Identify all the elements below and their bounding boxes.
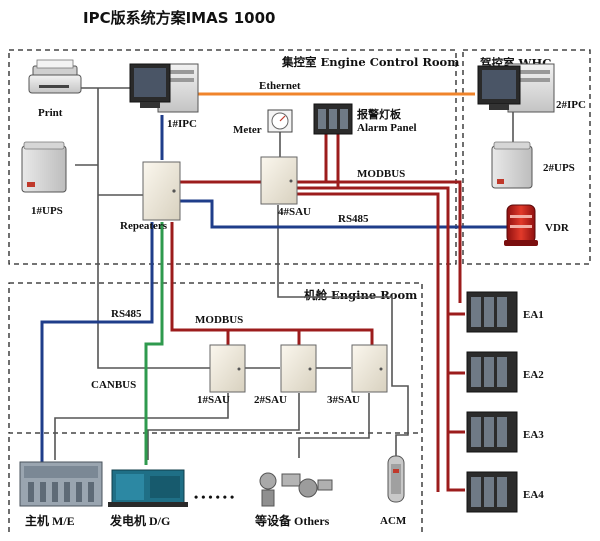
- modbus-mid-label: MODBUS: [195, 314, 243, 326]
- engine-control-room-boundary: [8, 49, 457, 265]
- engine-room-label: 机舱 Engine Room: [304, 288, 417, 302]
- engine-room-boundary: [8, 282, 423, 434]
- canbus-line: [144, 222, 164, 465]
- field-boundary: [8, 437, 423, 533]
- canbus-label: CANBUS: [91, 379, 136, 391]
- sau1-cabinet-icon: [209, 344, 246, 393]
- other-equipment-icon: [259, 472, 333, 507]
- engine-control-room-label: 集控室 Engine Control Room: [281, 55, 459, 69]
- diagram-title: IPC版系统方案IMAS 1000: [83, 9, 275, 27]
- ea2-label: EA2: [523, 369, 544, 381]
- sau3-label: 3#SAU: [327, 394, 360, 406]
- ipc1-label: 1#IPC: [167, 118, 197, 130]
- others-label: 等设备 Others: [254, 513, 330, 528]
- ipc1-icon: [129, 63, 199, 113]
- acm-label: ACM: [380, 515, 407, 527]
- meter-label: Meter: [233, 124, 262, 136]
- acm-icon: [387, 455, 405, 503]
- ups2-icon: [491, 141, 533, 189]
- generator-label: 发电机 D/G: [109, 513, 170, 528]
- ethernet-label: Ethernet: [259, 80, 301, 92]
- ea3-label: EA3: [523, 429, 544, 441]
- sau2-cabinet-icon: [280, 344, 317, 393]
- sau4-label: 4#SAU: [278, 206, 311, 218]
- ellipsis-dots: • • • • • •: [194, 490, 234, 504]
- alarm-panel-cn-label: 报警灯板: [357, 107, 402, 121]
- modbus-lines: [170, 133, 465, 492]
- printer-icon: [28, 59, 82, 94]
- ea2-panel-icon: [466, 351, 518, 393]
- ea3-panel-icon: [466, 411, 518, 453]
- ups1-icon: [21, 141, 67, 193]
- meter-icon: [267, 109, 293, 133]
- ea4-label: EA4: [523, 489, 544, 501]
- main-engine-icon: [19, 461, 103, 507]
- alarm-panel-en-label: Alarm Panel: [357, 122, 417, 134]
- ipc2-icon: [477, 63, 555, 113]
- ea1-panel-icon: [466, 291, 518, 333]
- print-label: Print: [38, 107, 63, 119]
- sau1-label: 1#SAU: [197, 394, 230, 406]
- rs485-left-label: RS485: [111, 308, 142, 320]
- rs485-lines: [40, 115, 508, 465]
- ups1-label: 1#UPS: [31, 205, 63, 217]
- alarm-panel-icon: [313, 103, 353, 135]
- ipc2-label: 2#IPC: [556, 99, 586, 111]
- main-engine-label: 主机 M/E: [25, 513, 75, 528]
- rs485-top-label: RS485: [338, 213, 369, 225]
- sau4-cabinet-icon: [260, 156, 298, 205]
- sau3-cabinet-icon: [351, 344, 388, 393]
- whc-boundary: [462, 49, 591, 265]
- modbus-top-label: MODBUS: [357, 168, 405, 180]
- vdr-icon: [504, 204, 538, 246]
- repeaters-label: Repeaters: [120, 220, 168, 232]
- generator-icon: [108, 469, 188, 507]
- gray-wiring: [54, 87, 514, 460]
- repeaters-cabinet-icon: [142, 161, 181, 221]
- ea1-label: EA1: [523, 309, 544, 321]
- ea4-panel-icon: [466, 471, 518, 513]
- ups2-label: 2#UPS: [543, 162, 575, 174]
- vdr-label: VDR: [545, 222, 570, 234]
- sau2-label: 2#SAU: [254, 394, 287, 406]
